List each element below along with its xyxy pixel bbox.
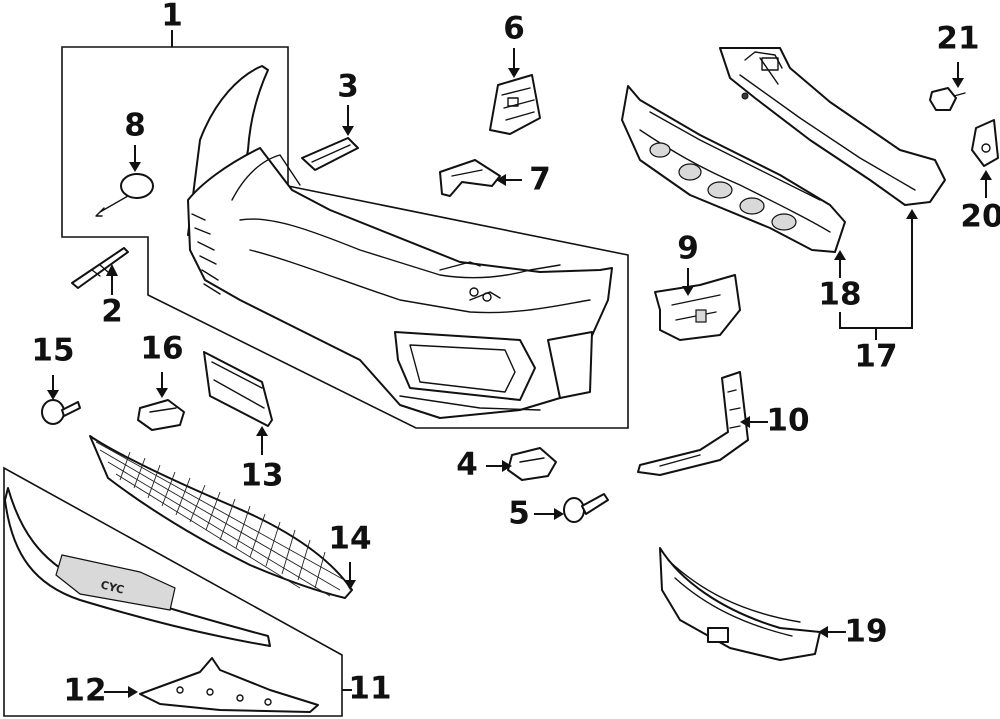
corner-trim bbox=[139, 657, 319, 713]
callout-9[interactable]: 9 bbox=[677, 231, 699, 267]
lower-deflector bbox=[659, 547, 821, 661]
callout-20[interactable]: 20 bbox=[960, 199, 1000, 235]
callout-15[interactable]: 15 bbox=[31, 333, 74, 369]
tow-hook-cap bbox=[95, 173, 154, 217]
callout-1[interactable]: 1 bbox=[161, 0, 183, 34]
callout-13[interactable]: 13 bbox=[240, 458, 283, 494]
retainer-strip bbox=[71, 247, 129, 289]
bumper-cover bbox=[187, 65, 613, 419]
guide-bracket bbox=[439, 159, 501, 197]
callout-2[interactable]: 2 bbox=[101, 294, 123, 330]
callout-18[interactable]: 18 bbox=[818, 277, 861, 313]
leader-lines bbox=[47, 30, 992, 698]
side-bracket bbox=[301, 137, 359, 171]
callout-17[interactable]: 17 bbox=[854, 339, 897, 375]
energy-absorber bbox=[621, 85, 846, 253]
callout-11[interactable]: 11 bbox=[348, 671, 391, 707]
callout-19[interactable]: 19 bbox=[844, 614, 887, 650]
mount-bracket bbox=[489, 74, 541, 135]
impact-bar bbox=[719, 47, 946, 206]
callout-7[interactable]: 7 bbox=[529, 162, 551, 198]
callout-6[interactable]: 6 bbox=[503, 11, 525, 47]
callout-labels: 1 2 3 4 5 6 7 8 9 10 11 12 13 14 15 16 1… bbox=[31, 0, 1000, 709]
callout-8[interactable]: 8 bbox=[124, 108, 146, 144]
retaining-screw bbox=[563, 493, 609, 523]
callout-21[interactable]: 21 bbox=[936, 21, 979, 57]
side-guide-bracket bbox=[654, 274, 741, 341]
callout-10[interactable]: 10 bbox=[766, 403, 809, 439]
trim-strip bbox=[637, 371, 749, 476]
push-pin bbox=[41, 399, 81, 425]
spoiler-assembly-group-box bbox=[3, 466, 343, 717]
callout-3[interactable]: 3 bbox=[337, 69, 359, 105]
callout-4[interactable]: 4 bbox=[456, 447, 478, 483]
callout-14[interactable]: 14 bbox=[328, 521, 371, 557]
front-spoiler: CYC bbox=[4, 487, 271, 647]
bracket-plate bbox=[971, 119, 999, 167]
callout-16[interactable]: 16 bbox=[140, 331, 183, 367]
callout-12[interactable]: 12 bbox=[63, 673, 106, 709]
license-bracket bbox=[203, 351, 273, 427]
bumper-assembly-group-box bbox=[61, 46, 629, 429]
mount-clip bbox=[507, 447, 557, 481]
grille-emblem: CYC bbox=[99, 578, 125, 596]
lower-grille bbox=[89, 435, 353, 599]
grille-clip bbox=[137, 399, 185, 431]
callout-5[interactable]: 5 bbox=[508, 496, 530, 532]
nut-fastener bbox=[929, 87, 966, 111]
